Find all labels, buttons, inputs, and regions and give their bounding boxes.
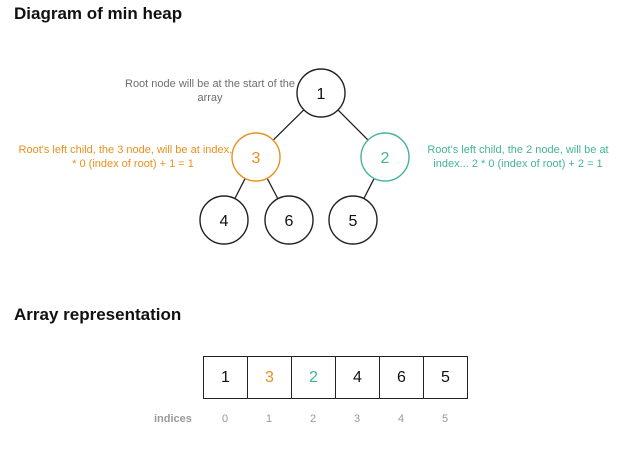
tree-edge-3 xyxy=(266,177,279,200)
array-cell-3: 4 xyxy=(335,356,380,399)
index-2: 2 xyxy=(309,413,317,425)
tree-edge-0 xyxy=(272,109,305,141)
heap-node-label: 3 xyxy=(252,150,261,167)
array-cell-4: 6 xyxy=(379,356,424,399)
array-row: 1 3 2 4 6 5 xyxy=(203,356,468,399)
right-child-note: Root's left child, the 2 node, will be a… xyxy=(427,144,609,170)
heap-node-circle xyxy=(360,132,410,182)
heap-node-label: 2 xyxy=(381,150,390,167)
heap-node-circle xyxy=(264,195,314,245)
root-note: Root node will be at the start of the ar… xyxy=(125,78,295,104)
heap-tree: 1 3 2 4 6 5 xyxy=(199,68,410,245)
heap-node-circle xyxy=(199,195,249,245)
heap-node-label: 4 xyxy=(220,213,229,230)
array-cell-5: 5 xyxy=(423,356,468,399)
heap-node-0: 1 xyxy=(296,68,346,118)
tree-edges xyxy=(234,109,375,200)
heap-node-circle xyxy=(328,195,378,245)
heap-node-4: 6 xyxy=(264,195,314,245)
array-cell-2: 2 xyxy=(291,356,336,399)
tree-edge-4 xyxy=(363,178,375,199)
index-4: 4 xyxy=(397,413,405,425)
tree-edge-1 xyxy=(337,109,369,141)
heap-node-2: 2 xyxy=(360,132,410,182)
heap-node-label: 1 xyxy=(317,86,326,103)
index-0: 0 xyxy=(221,413,229,425)
array-cell-0: 1 xyxy=(203,356,248,399)
index-5: 5 xyxy=(441,413,449,425)
heap-node-circle xyxy=(231,132,281,182)
heap-node-5: 5 xyxy=(328,195,378,245)
left-child-note: Root's left child, the 3 node, will be a… xyxy=(18,144,248,170)
tree-edge-2 xyxy=(234,178,246,199)
tree-nodes: 1 3 2 4 6 5 xyxy=(199,68,410,245)
heap-node-1: 3 xyxy=(231,132,281,182)
index-row: 0 1 2 3 4 5 xyxy=(203,413,467,425)
heap-node-3: 4 xyxy=(199,195,249,245)
heap-node-label: 6 xyxy=(285,213,294,230)
array-representation-title: Array representation xyxy=(14,305,182,324)
array-cell-1: 3 xyxy=(247,356,292,399)
index-1: 1 xyxy=(265,413,273,425)
heap-node-label: 5 xyxy=(349,213,358,230)
heap-node-circle xyxy=(296,68,346,118)
index-3: 3 xyxy=(353,413,361,425)
indices-label: indices xyxy=(154,413,192,425)
heap-diagram-title: Diagram of min heap xyxy=(14,4,183,23)
